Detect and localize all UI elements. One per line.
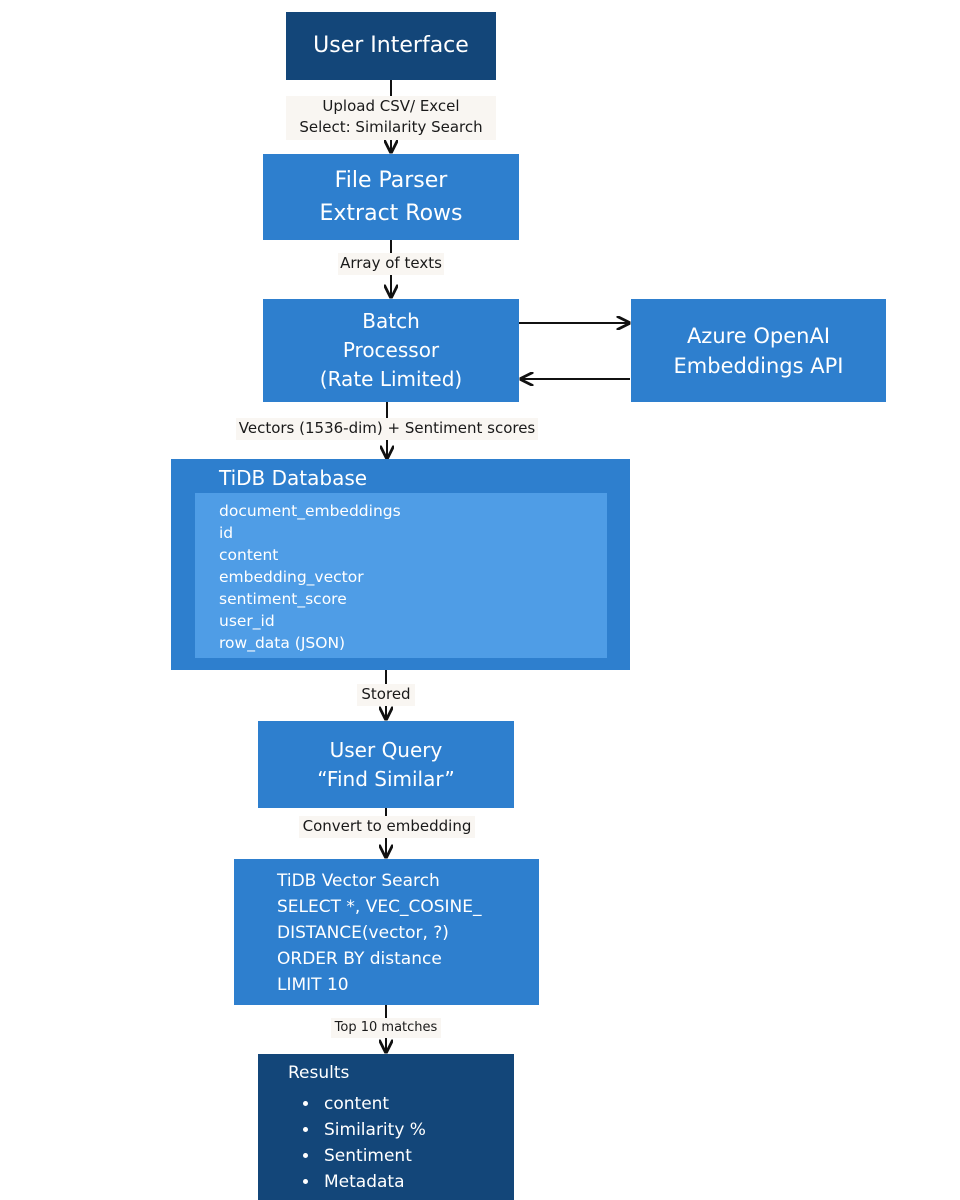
schema-field: row_data (JSON) <box>219 634 346 652</box>
results-title: Results <box>288 1063 350 1083</box>
edge-label-upload-line2: Select: Similarity Search <box>299 118 483 136</box>
edge-label-top10: Top 10 matches <box>331 1018 441 1038</box>
user-interface-node: User Interface <box>286 12 496 80</box>
schema-field: id <box>219 524 234 542</box>
schema-field: sentiment_score <box>219 590 347 608</box>
results-node: Results content Similarity % Sentiment M… <box>258 1054 514 1200</box>
azure-openai-label-2: Embeddings API <box>673 353 844 378</box>
edge-label-array-of-texts: Array of texts <box>338 253 444 275</box>
file-parser-label-2: Extract Rows <box>319 201 463 226</box>
vector-search-node: TiDB Vector Search SELECT *, VEC_COSINE_… <box>234 859 539 1005</box>
results-list: content Similarity % Sentiment Metadata <box>288 1091 514 1195</box>
results-item: content <box>320 1091 514 1117</box>
schema-field: document_embeddings <box>219 502 401 520</box>
schema-field: user_id <box>219 612 275 630</box>
user-interface-label: User Interface <box>313 33 469 58</box>
user-query-label-1: User Query <box>329 737 443 762</box>
tidb-database-title: TiDB Database <box>219 466 368 490</box>
sql-line: DISTANCE(vector, ?) <box>277 923 449 943</box>
results-item: Metadata <box>320 1169 514 1195</box>
tidb-database-schema-panel: document_embeddings id content embedding… <box>195 493 607 658</box>
batch-processor-label-1: Batch <box>362 309 420 333</box>
batch-processor-node: Batch Processor (Rate Limited) <box>263 299 519 402</box>
schema-field: content <box>219 546 279 564</box>
edge-label-vectors: Vectors (1536-dim) + Sentiment scores <box>236 418 538 440</box>
vector-search-title: TiDB Vector Search <box>277 871 440 891</box>
results-item: Similarity % <box>320 1117 514 1143</box>
azure-openai-label-1: Azure OpenAI <box>686 323 831 348</box>
file-parser-node: File Parser Extract Rows <box>263 154 519 240</box>
batch-processor-label-3: (Rate Limited) <box>319 367 463 391</box>
user-query-node: User Query “Find Similar” <box>258 721 514 808</box>
batch-processor-label-2: Processor <box>342 338 440 362</box>
edge-label-upload-line1: Upload CSV/ Excel <box>322 97 460 115</box>
tidb-database-node: TiDB Database document_embeddings id con… <box>171 459 630 670</box>
edge-label-upload: Upload CSV/ Excel Select: Similarity Sea… <box>286 96 496 140</box>
file-parser-label-1: File Parser <box>334 168 448 193</box>
azure-openai-node: Azure OpenAI Embeddings API <box>631 299 886 402</box>
sql-line: SELECT *, VEC_COSINE_ <box>277 897 482 917</box>
user-query-label-2: “Find Similar” <box>317 766 455 791</box>
results-item: Sentiment <box>320 1143 514 1169</box>
sql-line: ORDER BY distance <box>277 949 442 969</box>
edge-label-convert: Convert to embedding <box>299 816 475 838</box>
sql-line: LIMIT 10 <box>277 975 349 995</box>
schema-field: embedding_vector <box>219 568 364 586</box>
edge-label-stored: Stored <box>357 684 415 706</box>
